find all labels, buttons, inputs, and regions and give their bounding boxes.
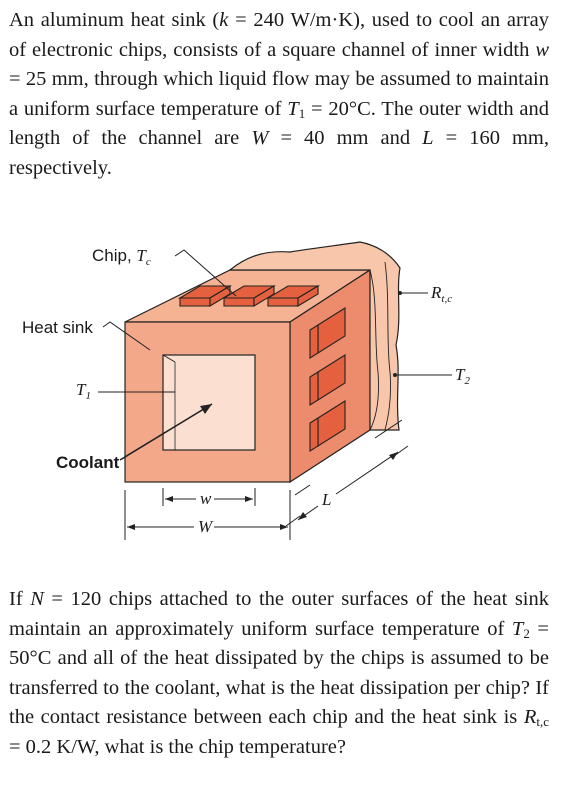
- heat-sink-label: Heat sink: [22, 318, 93, 337]
- inner-channel: [162, 354, 256, 451]
- text: = 160 mm, respectively.: [9, 127, 550, 179]
- sub-tc: t,c: [536, 714, 549, 729]
- text: If: [9, 588, 31, 610]
- heat-sink-figure: Chip, Tc Heat sink T1 Coolant Rt,c T2 w …: [22, 241, 470, 540]
- Rtc-label: Rt,c: [430, 283, 452, 305]
- var-W: W: [251, 127, 269, 149]
- top-chips: [178, 285, 320, 307]
- var-k: k: [219, 9, 229, 31]
- var-N: N: [30, 588, 44, 610]
- chip-label: Chip, Tc: [92, 246, 151, 268]
- sub-2: 2: [523, 625, 530, 641]
- cut-section: [228, 241, 401, 431]
- T1-label: T1: [76, 380, 91, 402]
- cut-edge: [369, 269, 379, 431]
- w-dimension: w: [200, 489, 212, 508]
- var-w: w: [535, 38, 549, 61]
- question-text: If N = 120 chips attached to the outer s…: [9, 585, 549, 762]
- sub-1: 1: [298, 105, 306, 121]
- T2-label: T2: [455, 365, 470, 387]
- var-T2: T: [511, 617, 524, 640]
- var-R: R: [523, 706, 537, 728]
- text: = 25 mm, through which liquid flow may b…: [9, 68, 549, 120]
- text: An aluminum heat sink (: [9, 9, 220, 31]
- W-dimension: W: [198, 517, 214, 536]
- text: = 40 mm and: [268, 127, 423, 149]
- text: = 20°C. The outer width and length of th…: [9, 97, 549, 150]
- text: = 240 W/m·K), used to cool an array of e…: [9, 9, 549, 61]
- problem-statement: An aluminum heat sink (k = 240 W/m·K), u…: [9, 6, 549, 183]
- L-dimension: L: [321, 490, 331, 509]
- cut-edge-2: [384, 261, 391, 431]
- var-T1: T: [287, 97, 299, 120]
- text: = 120 chips attached to the outer surfac…: [9, 588, 549, 640]
- var-L: L: [422, 127, 434, 149]
- side-chips: [309, 307, 346, 452]
- text: = 50°C and all of the heat dissipated by…: [9, 617, 549, 729]
- text: = 0.2 K/W, what is the chip temperature?: [9, 735, 346, 758]
- coolant-label: Coolant: [56, 453, 120, 472]
